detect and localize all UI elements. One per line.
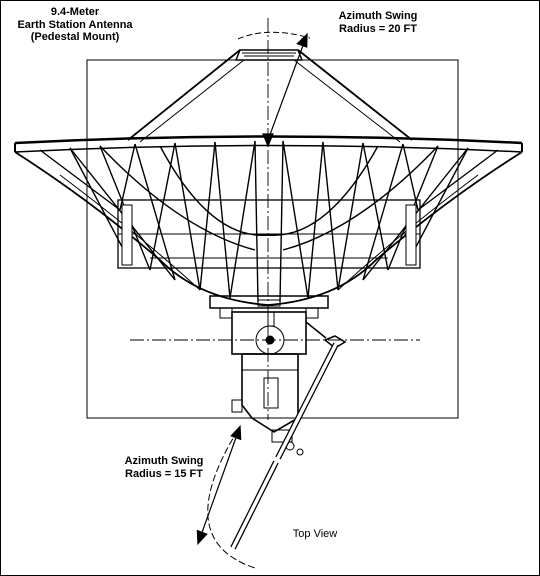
right-strut: [297, 49, 413, 141]
jack-screw-top: [323, 335, 347, 349]
antenna-title-line2: Earth Station Antenna: [17, 18, 133, 31]
upper-swing-arc: [237, 31, 311, 40]
azimuth-upper-line2: Radius = 20 FT: [339, 22, 417, 35]
backing-ribs: [39, 140, 499, 303]
pedestal-head: [231, 311, 307, 355]
pedestal-body: [241, 353, 299, 433]
azimuth-lower-line1: Azimuth Swing: [124, 455, 204, 467]
dimension-arrows: [196, 32, 308, 546]
top-view-label: Top View: [292, 528, 338, 540]
azimuth-lower-label: Azimuth Swing Radius = 15 FT: [104, 455, 224, 480]
antenna-title-line1: 9.4-Meter: [50, 6, 100, 18]
antenna-title-line3: (Pedestal Mount): [30, 31, 120, 43]
mount-plate: [209, 295, 329, 309]
left-strut: [127, 49, 241, 141]
azimuth-lower-line2: Radius = 15 FT: [125, 467, 203, 480]
subreflector: [234, 49, 304, 61]
center-lines: [130, 18, 420, 420]
azimuth-upper-line1: Azimuth Swing: [338, 10, 418, 22]
lower-swing-arc: [207, 429, 256, 569]
antenna-title: 9.4-Meter Earth Station Antenna (Pedesta…: [0, 6, 150, 44]
azimuth-upper-label: Azimuth Swing Radius = 20 FT: [318, 10, 438, 35]
